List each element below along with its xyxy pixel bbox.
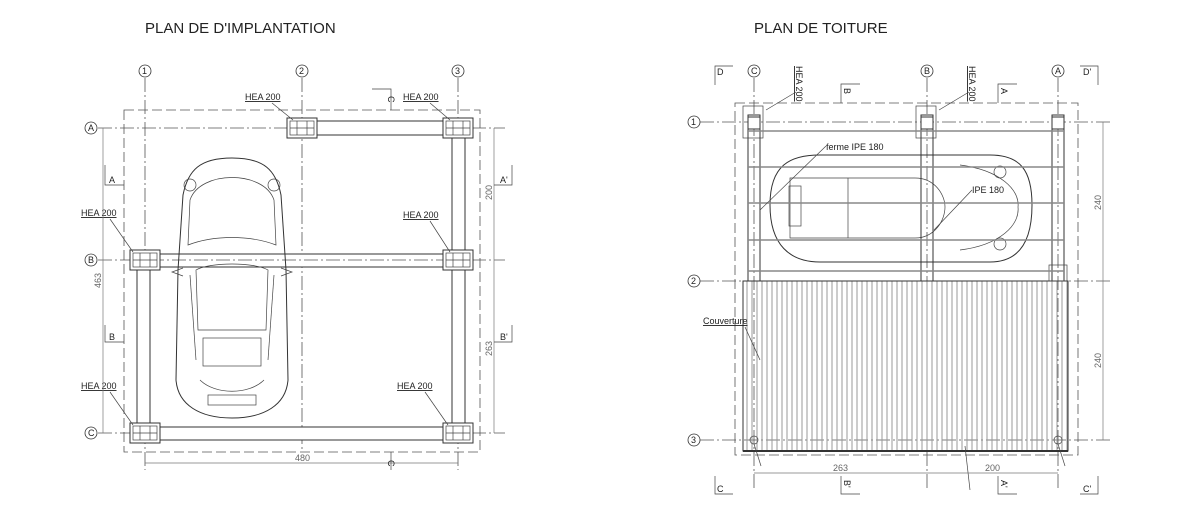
member-labels: HEA 200 HEA 200 ferme IPE 180 IPE 180 Co… xyxy=(703,66,1004,361)
roof-covering xyxy=(742,280,1069,452)
drawing-label: 3 xyxy=(455,66,460,76)
drawing-label: B xyxy=(88,255,94,265)
drawing-label: B xyxy=(842,88,852,94)
drawing-label: C xyxy=(386,96,396,103)
outline-dashed xyxy=(734,102,1079,456)
drawing-label: A' xyxy=(999,480,1009,488)
drawing-label: ferme IPE 180 xyxy=(826,142,884,152)
drawing-label: B' xyxy=(842,480,852,488)
drawing-label: HEA 200 xyxy=(245,92,281,102)
drawing-label: D' xyxy=(1083,67,1091,77)
drawing-label: HEA 200 xyxy=(81,381,117,391)
grid-bubbles: 1 2 3 A B C xyxy=(84,64,465,440)
columns xyxy=(129,117,474,444)
drawing-label: 2 xyxy=(299,66,304,76)
drawing-label: 463 xyxy=(93,273,103,288)
drawing-label: 1 xyxy=(142,66,147,76)
drawing-label: A xyxy=(109,175,115,185)
drawing-label: IPE 180 xyxy=(972,185,1004,195)
drawing-label: C xyxy=(751,66,758,76)
drawing-label: 480 xyxy=(295,453,310,463)
drawing-label: 240 xyxy=(1093,353,1103,368)
drawing-label: HEA 200 xyxy=(403,92,439,102)
column-labels: HEA 200 HEA 200 HEA 200 HEA 200 HEA 200 … xyxy=(81,92,451,426)
drawing-label: 1 xyxy=(691,117,696,127)
drawing-label: HEA 200 xyxy=(81,208,117,218)
drawing-label: C xyxy=(717,484,724,494)
drawing-label: 3 xyxy=(691,435,696,445)
drawing-label: B' xyxy=(500,332,508,342)
drawing-label: HEA 200 xyxy=(794,66,804,102)
car-drawing xyxy=(769,154,1033,263)
implantation-plan: PLAN DE D'IMPLANTATION xyxy=(81,20,513,470)
drawing-label: A' xyxy=(500,175,508,185)
drawing-label: 263 xyxy=(833,463,848,473)
drawing-label: C xyxy=(386,460,396,467)
drawing-label: C xyxy=(88,428,95,438)
left-plan-title: PLAN DE D'IMPLANTATION xyxy=(145,20,336,37)
drawing-label: 263 xyxy=(484,341,494,356)
drawing-label: B xyxy=(109,332,115,342)
drawing-label: A xyxy=(1055,66,1061,76)
section-marks: D D' C C' B A B' A' xyxy=(714,65,1099,495)
drawing-label: 240 xyxy=(1093,195,1103,210)
right-plan-title: PLAN DE TOITURE xyxy=(754,20,888,37)
dimensions: 240 240 263 200 xyxy=(754,122,1104,474)
beams xyxy=(136,120,466,441)
drawing-label: A xyxy=(999,88,1009,94)
car-drawing xyxy=(170,157,294,419)
trusses xyxy=(742,105,1068,282)
grid-bubbles: C B A 1 2 3 xyxy=(687,64,1065,447)
drawing-label: HEA 200 xyxy=(403,210,439,220)
drawing-label: A xyxy=(88,123,94,133)
drawing-label: D xyxy=(717,67,724,77)
purlins xyxy=(748,130,1064,272)
drawing-label: 200 xyxy=(985,463,1000,473)
section-marks: A A' B B' C C xyxy=(104,88,513,470)
drawing-label: 200 xyxy=(484,185,494,200)
drawing-label: 2 xyxy=(691,276,696,286)
dimensions: 463 200 263 480 xyxy=(93,128,495,464)
drawing-label: C' xyxy=(1083,484,1091,494)
drawing-label: Couverture xyxy=(703,316,748,326)
drawing-label: B xyxy=(924,66,930,76)
base-plates xyxy=(749,435,1066,491)
drawing-label: HEA 200 xyxy=(967,66,977,102)
roof-plan: PLAN DE TOITURE xyxy=(687,20,1112,495)
drawing-label: HEA 200 xyxy=(397,381,433,391)
